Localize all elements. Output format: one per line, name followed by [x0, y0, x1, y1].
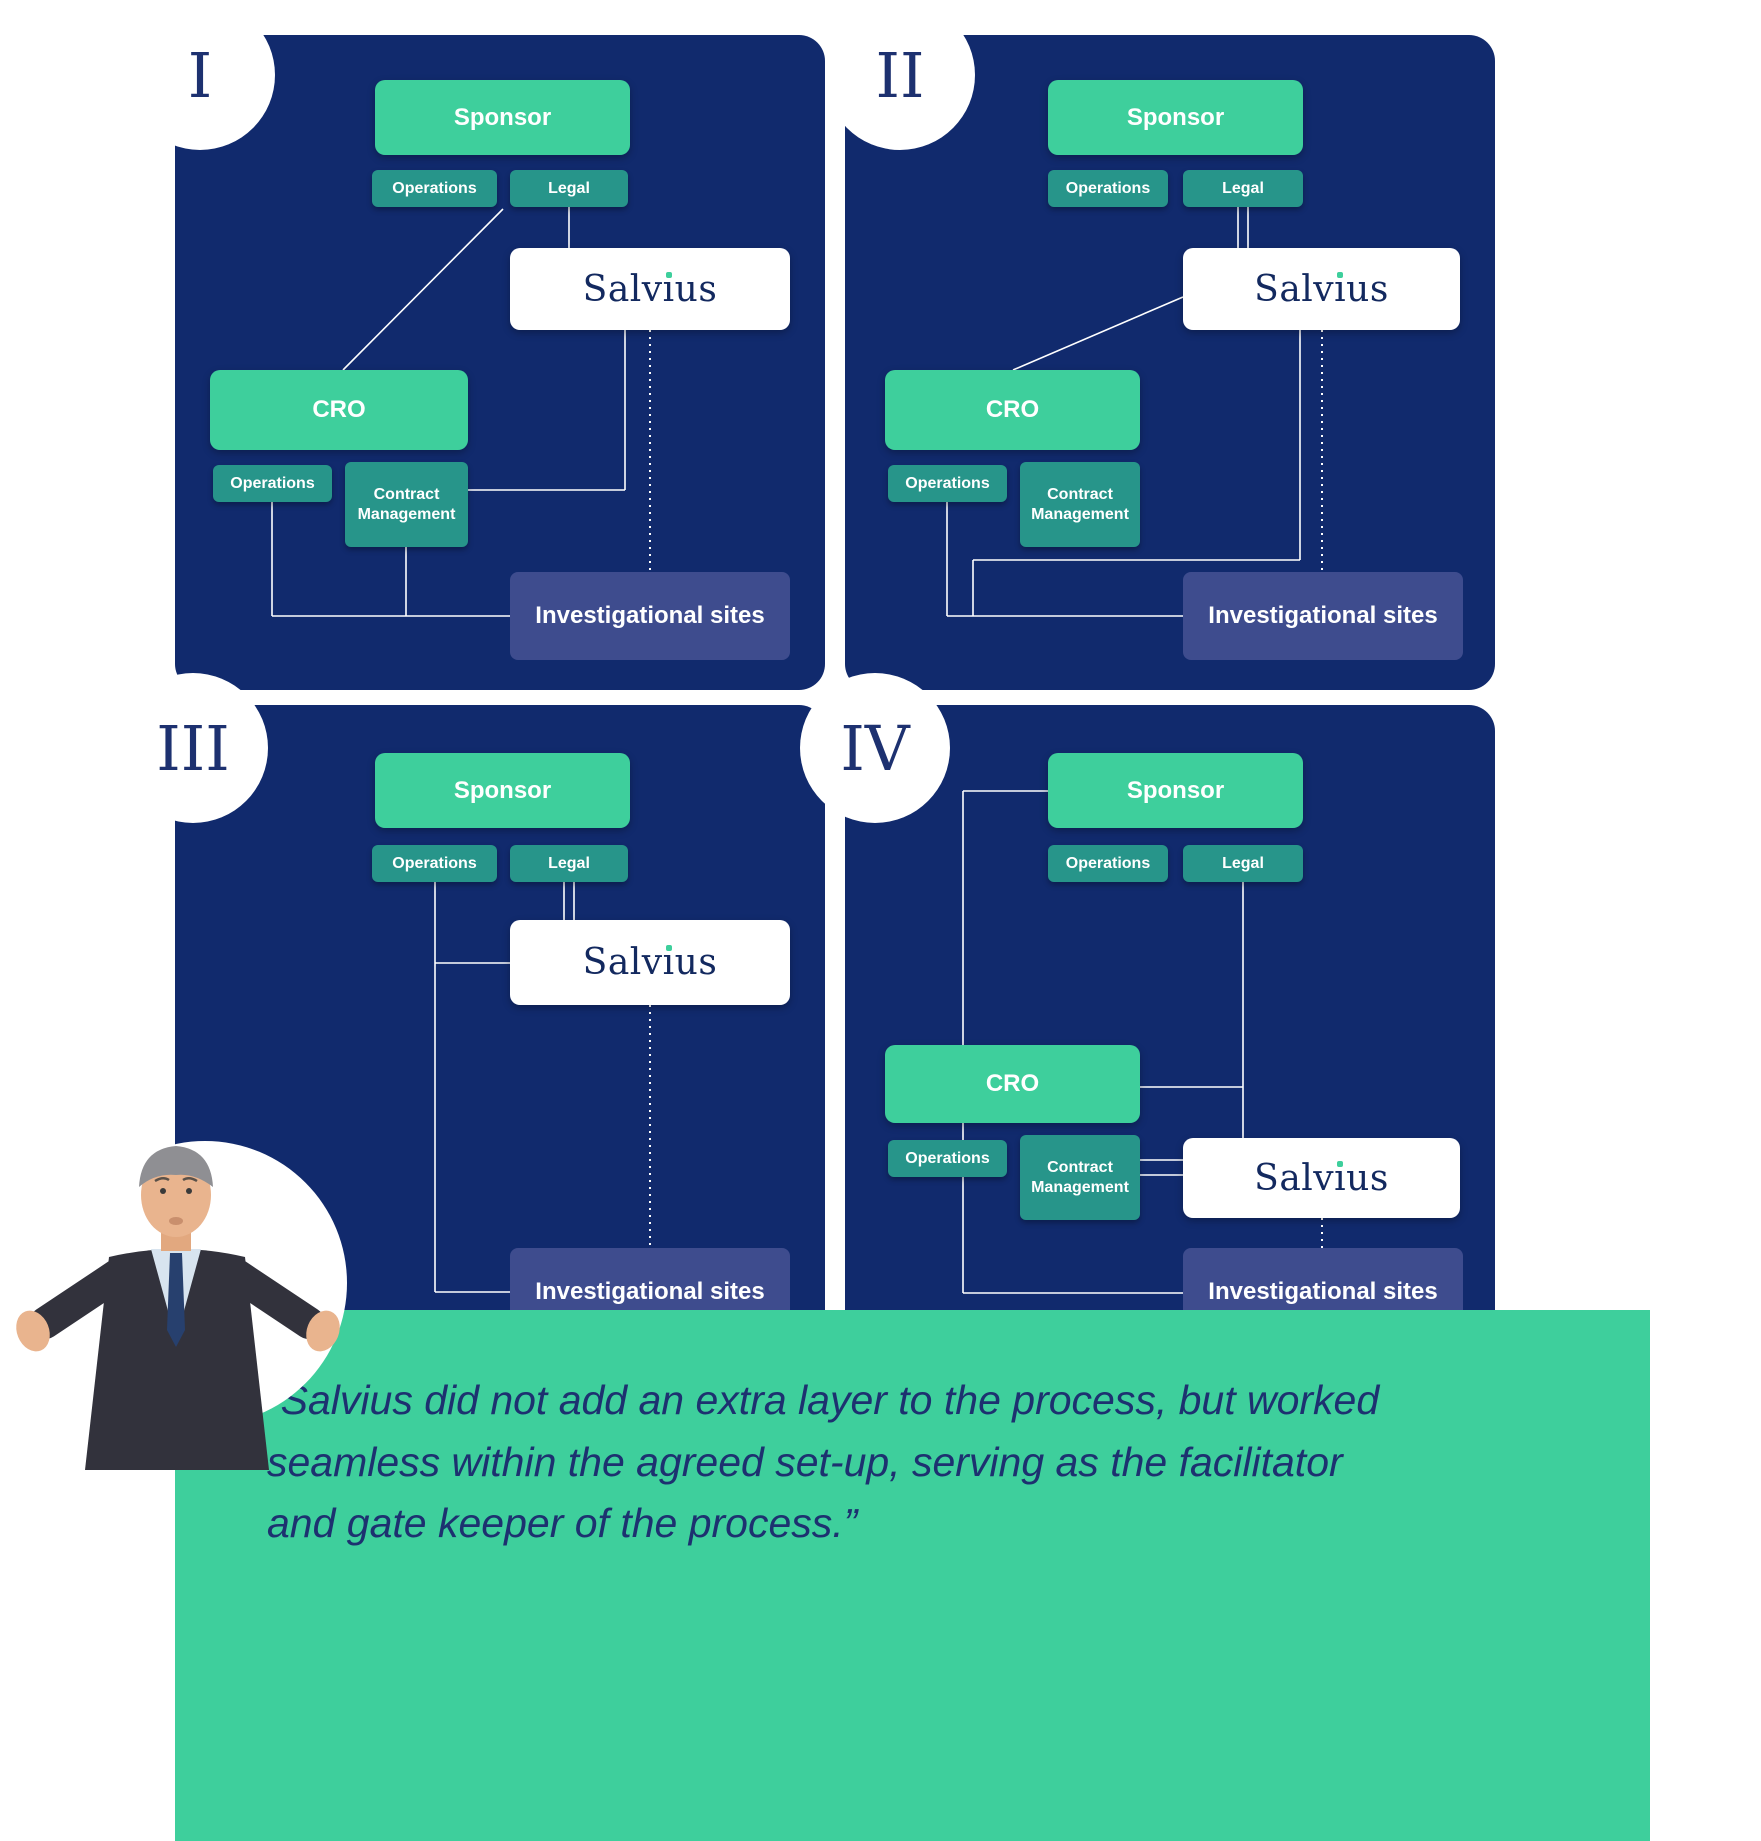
numeral-text: III [156, 711, 230, 785]
logo-post: us [674, 942, 718, 983]
scenario-panel-4: Sponsor Operations Legal CRO Operations … [845, 705, 1495, 1360]
cro-label: CRO [985, 396, 1040, 423]
logo-post: us [1346, 268, 1389, 310]
salvius-logo: Salvıus [1254, 1158, 1389, 1199]
cro-operations-label: Operations [905, 1149, 990, 1167]
operations-label: Operations [392, 854, 477, 872]
cro-operations-box: Operations [888, 1140, 1007, 1177]
sponsor-label: Sponsor [1126, 776, 1225, 804]
cro-operations-label: Operations [905, 474, 990, 492]
logo-i-green-dot: ı [1334, 268, 1347, 310]
tie [167, 1253, 185, 1347]
legal-label: Legal [1222, 854, 1264, 872]
sponsor-legal-box: Legal [510, 845, 628, 882]
contract-management-label: Contract Management [1031, 1158, 1129, 1196]
sponsor-box: Sponsor [1048, 753, 1303, 828]
legal-label: Legal [548, 179, 590, 197]
numeral-text: IV [840, 711, 910, 785]
left-arm [29, 1259, 133, 1339]
logo-i-green-dot: ı [1334, 1157, 1347, 1199]
panel-numeral-3: III [118, 673, 268, 823]
cro-label: CRO [985, 1070, 1040, 1097]
operations-label: Operations [1065, 179, 1151, 197]
mouth [169, 1217, 183, 1225]
contract-management-box: Contract Management [345, 462, 468, 547]
logo-i-green-dot: ı [662, 268, 675, 310]
contract-management-label: Contract Management [357, 485, 456, 523]
logo-pre: Salv [582, 942, 663, 983]
numeral-text: I [187, 38, 213, 112]
scenario-panel-3: Sponsor Operations Legal Salvıus Investi… [175, 705, 825, 1360]
scenario-panel-2: Sponsor Operations Legal Salvıus CRO Ope… [845, 35, 1495, 690]
contract-management-box: Contract Management [1020, 462, 1140, 547]
investigational-sites-box: Investigational sites [510, 572, 790, 660]
cro-box: CRO [210, 370, 468, 450]
salvius-logo: Salvıus [1254, 269, 1389, 310]
right-hand [306, 1310, 340, 1352]
spokesperson-photo [16, 1141, 347, 1470]
scenario-panel-1: Sponsor Operations Legal Salvıus CRO Ope… [175, 35, 825, 690]
salvius-logo: Salvıus [583, 269, 718, 310]
sponsor-legal-box: Legal [510, 170, 628, 207]
logo-i-green-dot: ı [662, 942, 675, 983]
salvius-box: Salvıus [510, 920, 790, 1005]
cro-box: CRO [885, 370, 1140, 450]
salvius-logo: Salvıus [583, 942, 718, 983]
logo-pre: Salv [1254, 268, 1335, 310]
contract-management-label: Contract Management [1031, 485, 1129, 523]
logo-pre: Salv [582, 268, 663, 310]
contract-management-box: Contract Management [1020, 1135, 1140, 1220]
sponsor-box: Sponsor [1048, 80, 1303, 155]
investigational-sites-label: Investigational sites [1208, 602, 1438, 629]
sponsor-box: Sponsor [375, 753, 630, 828]
left-hand [16, 1310, 50, 1352]
sponsor-operations-box: Operations [1048, 170, 1168, 207]
cro-operations-label: Operations [230, 474, 315, 492]
salvius-box: Salvıus [510, 248, 790, 330]
sponsor-label: Sponsor [453, 103, 552, 131]
cro-box: CRO [885, 1045, 1140, 1123]
sponsor-legal-box: Legal [1183, 170, 1303, 207]
sponsor-label: Sponsor [1126, 103, 1225, 131]
logo-post: us [674, 268, 718, 310]
sponsor-box: Sponsor [375, 80, 630, 155]
connector-lines-panel-3 [434, 882, 651, 1293]
panel-numeral-4: IV [800, 673, 950, 823]
connector-lines-panel-2 [946, 207, 1323, 617]
sponsor-operations-box: Operations [372, 170, 497, 207]
panel-numeral-1: I [125, 0, 275, 150]
cro-operations-box: Operations [888, 465, 1007, 502]
cro-operations-box: Operations [213, 465, 332, 502]
investigational-sites-label: Investigational sites [1208, 1277, 1438, 1305]
quote-box: “Salvius did not add an extra layer to t… [175, 1310, 1650, 1841]
investigational-sites-box: Investigational sites [1183, 572, 1463, 660]
legal-label: Legal [1222, 179, 1264, 197]
operations-label: Operations [392, 179, 477, 197]
connector-lines-panel-4 [962, 790, 1323, 1294]
numeral-text: II [875, 38, 925, 112]
sponsor-legal-box: Legal [1183, 845, 1303, 882]
investigational-sites-label: Investigational sites [535, 1277, 765, 1305]
salvius-box: Salvıus [1183, 248, 1460, 330]
quote-text: “Salvius did not add an extra layer to t… [267, 1377, 1380, 1546]
logo-pre: Salv [1254, 1157, 1335, 1199]
investigational-sites-label: Investigational sites [535, 602, 765, 629]
hair [139, 1146, 213, 1187]
salvius-box: Salvıus [1183, 1138, 1460, 1218]
connector-lines-panel-1 [271, 207, 651, 617]
sponsor-operations-box: Operations [1048, 845, 1168, 882]
logo-post: us [1346, 1157, 1389, 1199]
suit-jacket [85, 1249, 269, 1470]
sponsor-label: Sponsor [453, 776, 552, 804]
legal-label: Legal [548, 854, 590, 872]
sponsor-operations-box: Operations [372, 845, 497, 882]
panel-numeral-2: II [825, 0, 975, 150]
right-arm [221, 1259, 325, 1339]
operations-label: Operations [1065, 854, 1151, 872]
cro-label: CRO [312, 396, 366, 423]
